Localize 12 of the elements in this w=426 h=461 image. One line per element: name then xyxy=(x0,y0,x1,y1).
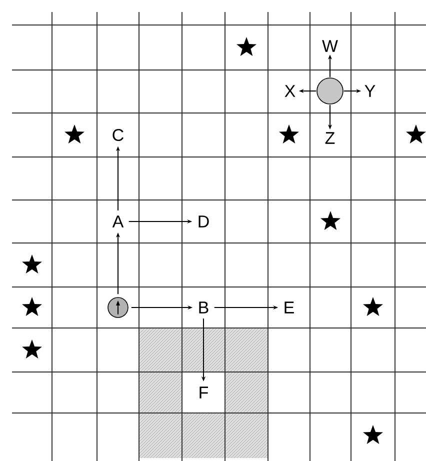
letter-label: B xyxy=(199,302,208,314)
start-circle xyxy=(108,297,128,318)
letter-label: W xyxy=(322,40,338,52)
letter-label: Y xyxy=(364,85,376,97)
letter-label: A xyxy=(112,216,124,228)
letter-label: D xyxy=(198,216,209,228)
letter-label: F xyxy=(200,386,208,398)
letter-label: C xyxy=(112,128,124,142)
letter-label: Z xyxy=(325,132,335,144)
robot-circle xyxy=(316,78,344,104)
letter-label: X xyxy=(284,85,296,97)
letter-label: E xyxy=(284,302,294,314)
